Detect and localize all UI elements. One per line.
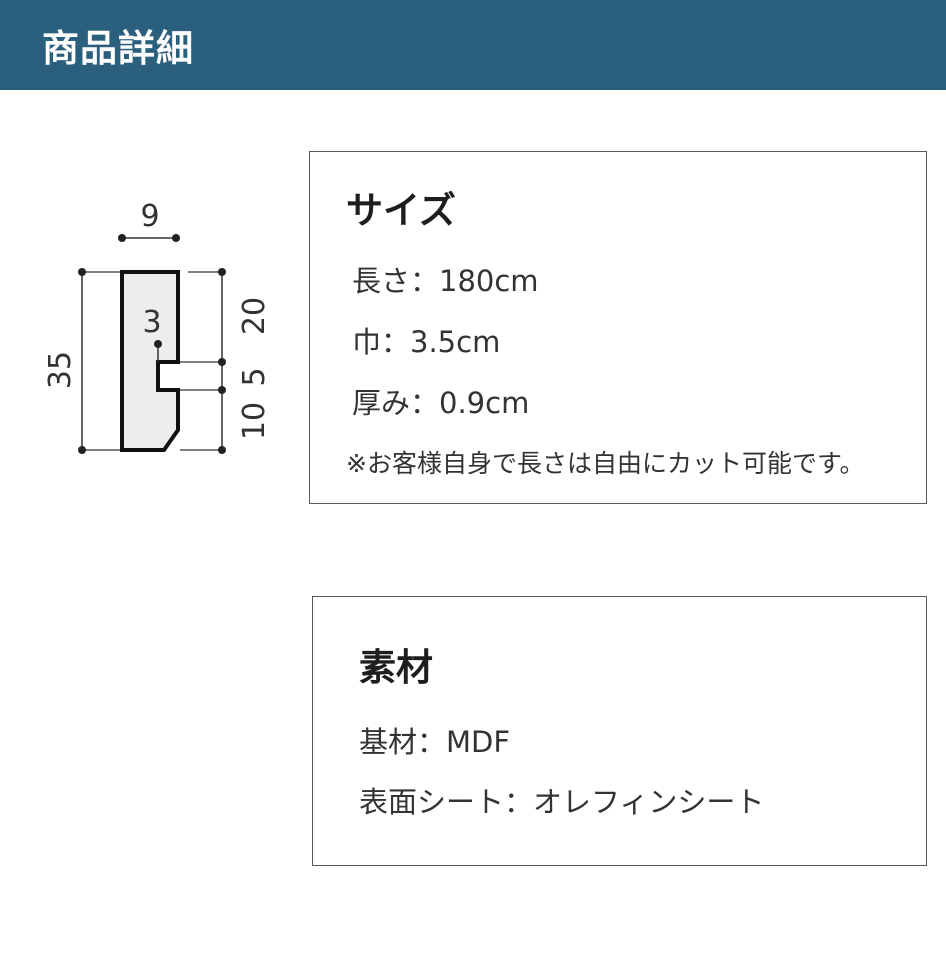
height-label: 35 (43, 351, 78, 389)
material-surface: 表面シート：オレフィンシート (359, 785, 765, 819)
notch-marker (154, 340, 162, 362)
segment-label-middle: 5 (237, 367, 272, 386)
height-dimension (78, 268, 122, 454)
material-heading: 素材 (359, 646, 433, 689)
size-length: 長さ：180cm (352, 264, 539, 298)
material-base: 基材：MDF (359, 725, 511, 759)
page-header: 商品詳細 (0, 0, 946, 90)
width-label: 9 (140, 199, 159, 234)
width-dimension (118, 234, 180, 242)
size-heading: サイズ (346, 189, 456, 232)
profile-shape (120, 270, 180, 452)
segment-label-bottom: 10 (237, 402, 272, 440)
segment-dimensions (180, 268, 226, 454)
size-note: ※お客様自身で長さは自由にカット可能です。 (346, 449, 865, 478)
size-box: サイズ 長さ：180cm 巾：3.5cm 厚み：0.9cm ※お客様自身で長さは… (309, 151, 927, 504)
notch-label: 3 (142, 305, 161, 340)
size-width: 巾：3.5cm (352, 325, 501, 359)
page-title: 商品詳細 (42, 27, 194, 70)
size-thickness: 厚み：0.9cm (352, 386, 530, 420)
segment-label-top: 20 (237, 297, 272, 335)
material-box: 素材 基材：MDF 表面シート：オレフィンシート (312, 596, 927, 866)
profile-diagram: 9 35 3 20 5 10 (43, 199, 272, 454)
